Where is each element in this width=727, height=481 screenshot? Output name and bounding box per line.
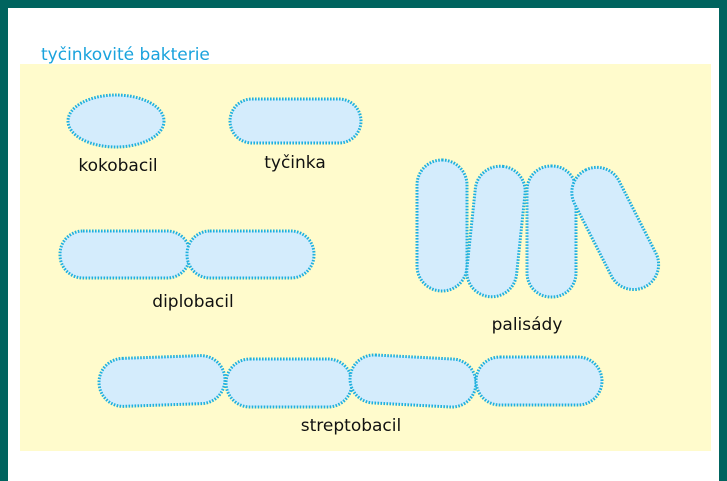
diplobacillus-cell-2	[187, 231, 314, 278]
streptobacillus-cell-2	[226, 359, 352, 407]
label-diplobacillus: diplobacil	[152, 292, 233, 312]
label-coccobacillus: kokobacil	[78, 156, 157, 176]
label-rod: tyčinka	[264, 153, 326, 173]
streptobacillus-cell-3	[349, 354, 477, 409]
streptobacillus-cell-1	[98, 355, 226, 407]
coccobacillus-cell	[68, 95, 164, 147]
palisade-cell-3	[527, 166, 576, 297]
palisade-cell-1	[417, 160, 467, 291]
label-streptobacillus: streptobacil	[301, 416, 401, 436]
rod-cell	[230, 99, 361, 143]
streptobacillus-cell-4	[476, 357, 602, 405]
label-palisades: palisády	[492, 315, 563, 335]
diplobacillus-cell-1	[60, 231, 190, 278]
